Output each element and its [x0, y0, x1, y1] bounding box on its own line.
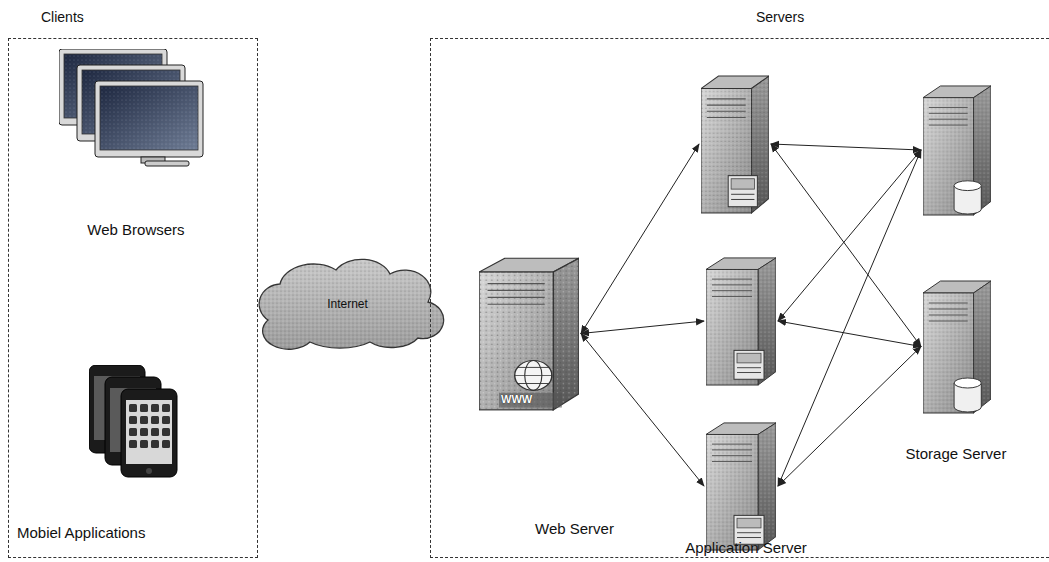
client-group: ClientsWeb BrowsersMobiel Applications	[8, 38, 258, 558]
node-label: Internet	[327, 295, 368, 313]
arrow-line	[778, 150, 921, 321]
icon-label: WWW	[501, 393, 532, 405]
client-node: Web Browsers	[51, 49, 221, 249]
arrow-line	[771, 144, 921, 347]
arrow-line	[581, 334, 704, 487]
monitor-icon	[59, 49, 209, 167]
web-server: WWW Web Server	[471, 251, 621, 551]
arrow-line	[778, 150, 921, 486]
arrow-line	[771, 144, 921, 150]
server-icon	[706, 256, 776, 386]
arrow-line	[581, 144, 699, 334]
server-icon	[923, 84, 991, 216]
internet-cloud: Internet	[240, 258, 455, 350]
node-label: Storage Server	[906, 445, 1007, 463]
server-icon	[923, 279, 991, 414]
group-title: Servers	[756, 8, 804, 26]
phone-icon	[89, 365, 181, 480]
server-icon	[706, 421, 776, 551]
group-title: Clients	[41, 8, 84, 26]
arrow-line	[778, 321, 921, 347]
connector	[581, 144, 704, 486]
server-icon	[701, 74, 769, 214]
connector	[771, 144, 921, 486]
client-node: Mobiel Applications	[13, 361, 249, 553]
node-label: Web Browsers	[87, 221, 184, 239]
server-group: ServersWWWWeb ServerApplication ServerSt…	[430, 38, 1049, 558]
storage-server: Storage Server	[881, 79, 1031, 469]
arrow-line	[778, 347, 921, 487]
application-server: Application Server	[661, 69, 831, 559]
node-label: Web Server	[535, 520, 614, 538]
arrow-line	[581, 321, 704, 334]
server-icon	[479, 256, 579, 411]
node-label: Application Server	[685, 539, 807, 557]
node-label: Mobiel Applications	[17, 524, 145, 542]
